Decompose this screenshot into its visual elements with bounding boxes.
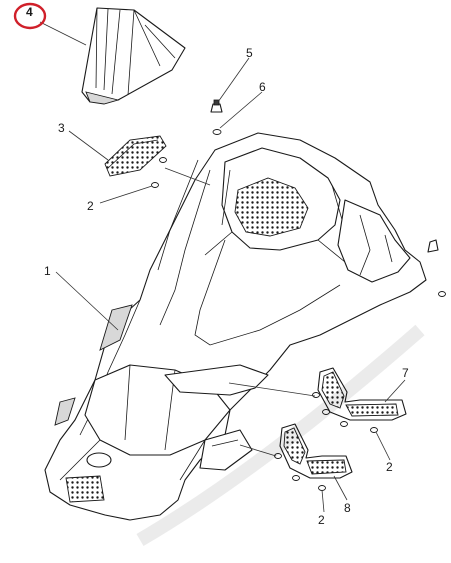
callout-8: 8: [344, 501, 351, 515]
callout-2-upper: 2: [87, 199, 94, 213]
callout-3: 3: [58, 121, 65, 135]
part-2-washers-lower: [274, 392, 378, 491]
highlight-circle: [13, 2, 47, 30]
part-1-hood: [44, 132, 427, 521]
hood-side-fastener: [427, 239, 446, 297]
watermark-decoration: [136, 324, 425, 547]
callout-2-bottom: 2: [318, 513, 325, 527]
part-6-washer: [212, 129, 222, 135]
callout-5: 5: [246, 46, 253, 60]
part-4-windshield: [81, 7, 186, 105]
part-2-washer-upper: [151, 157, 167, 188]
part-7-side-vent: [317, 367, 407, 421]
callout-1: 1: [44, 264, 51, 278]
part-3-vent-mesh: [104, 135, 167, 177]
part-5-fastener: [210, 99, 223, 113]
part-8-side-vent: [279, 423, 353, 479]
leader-lines: [39, 21, 406, 513]
callout-6: 6: [259, 80, 266, 94]
callout-7: 7: [402, 366, 409, 380]
callout-4: 4: [26, 5, 33, 19]
callout-2-right: 2: [386, 460, 393, 474]
